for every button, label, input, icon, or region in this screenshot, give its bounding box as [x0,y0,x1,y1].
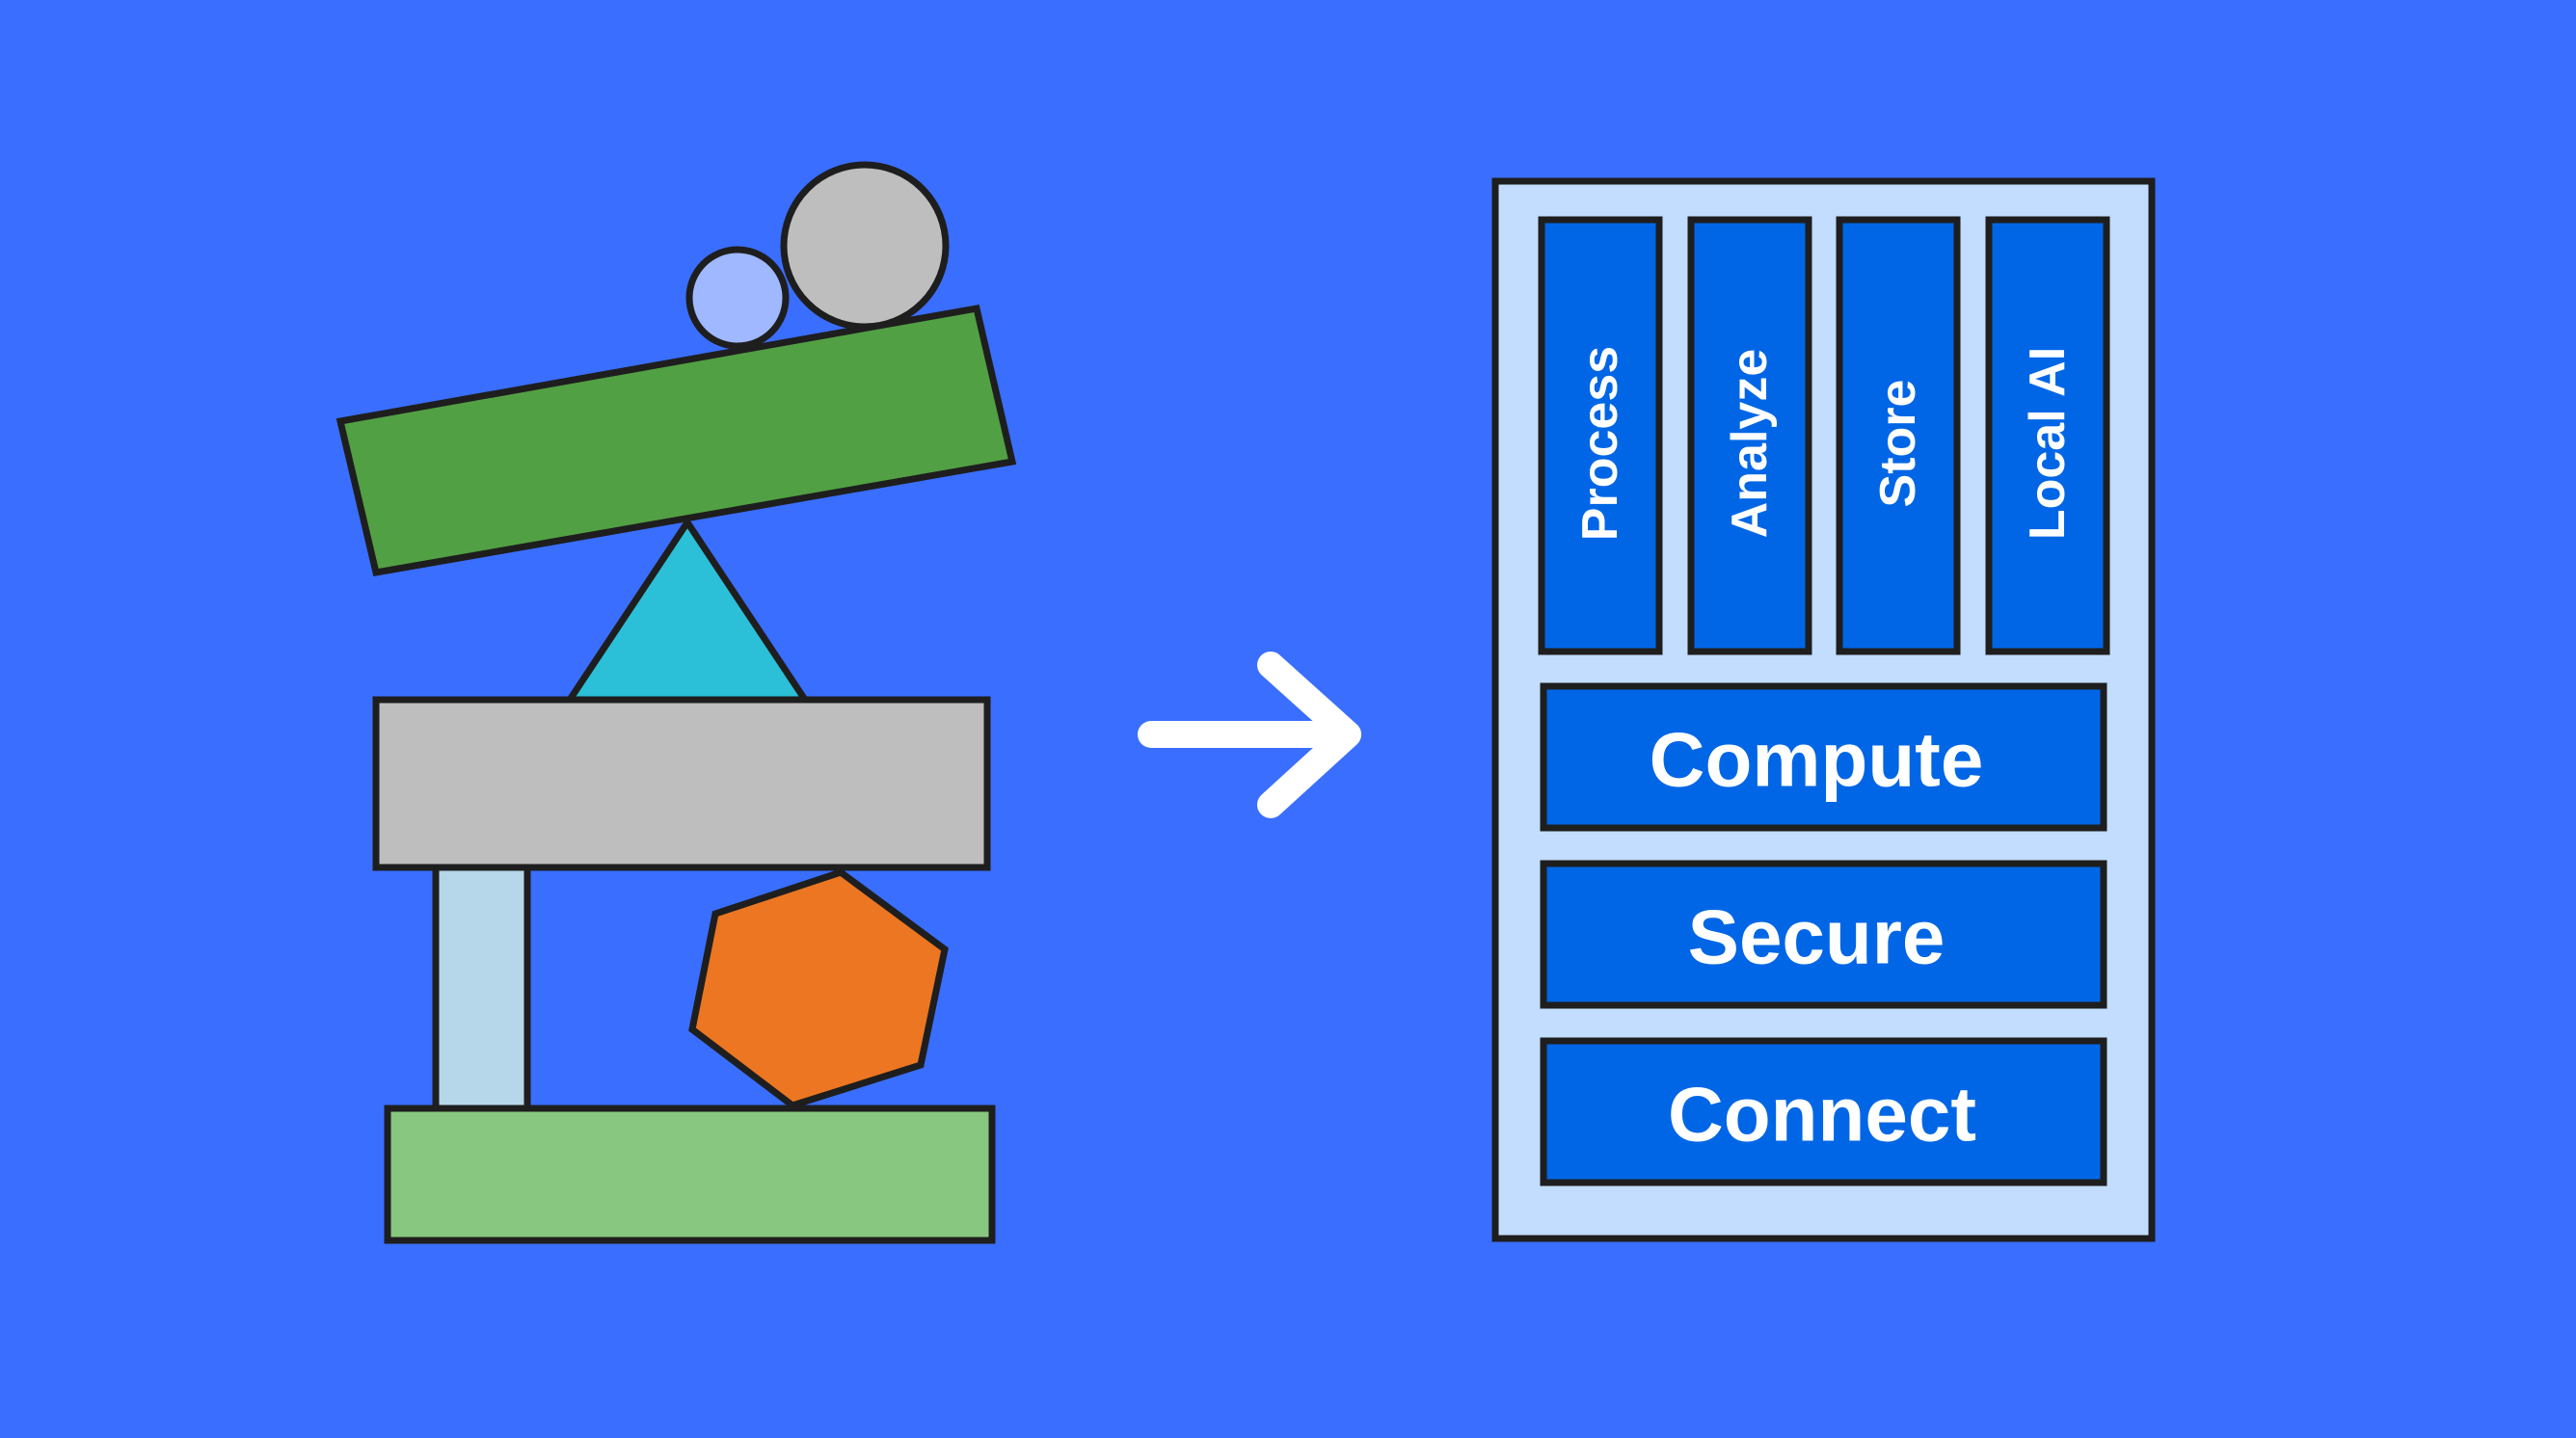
layer-connect [1540,1037,2107,1186]
hexagon-block [688,868,949,1109]
platform-stack: Process Analyze Store Local AI Compute S… [1491,177,2156,1242]
layer-compute-label: Compute [1650,717,1984,803]
module-analyze [1687,216,1812,655]
tilted-beam [335,304,1017,577]
module-store [1836,216,1961,655]
module-process-label: Process [1572,346,1628,541]
module-local-ai [1985,216,2110,655]
module-local-ai-label: Local AI [2020,347,2076,540]
vertical-modules [1538,216,2110,655]
pillar-block [432,859,531,1117]
layer-secure [1540,860,2107,1009]
triangle-block [563,516,812,704]
small-ball [685,246,790,350]
module-store-label: Store [1870,380,1926,508]
building-blocks-figure [335,161,1017,1244]
base-block [384,1105,996,1244]
horizontal-layers [1540,682,2107,1186]
arrow-right-icon [1138,652,1361,818]
gray-slab [372,696,991,871]
module-analyze-label: Analyze [1722,349,1778,539]
layer-connect-label: Connect [1668,1072,1976,1158]
layer-compute [1540,682,2107,832]
module-process [1538,216,1663,655]
layer-secure-label: Secure [1688,894,1945,980]
large-ball [780,161,950,331]
